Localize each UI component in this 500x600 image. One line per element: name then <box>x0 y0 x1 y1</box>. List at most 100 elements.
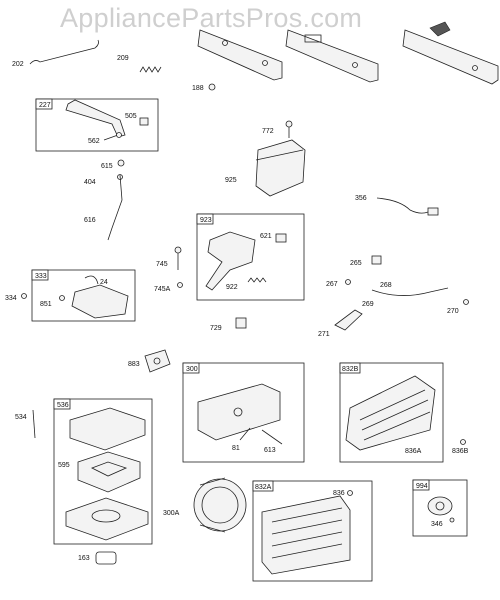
top-bracket-left <box>197 29 283 81</box>
group-box-536 <box>53 398 153 545</box>
group-box-832b <box>339 362 444 463</box>
ignition-armature-333 <box>71 275 129 319</box>
label-188: 188 <box>192 85 204 92</box>
clip-621 <box>275 233 287 243</box>
group-box-227 <box>35 98 159 152</box>
bracket-81 <box>239 427 251 441</box>
group-tag-923 <box>196 213 214 225</box>
group-tag-832a <box>252 480 274 492</box>
label-267: 267 <box>326 281 338 288</box>
muffler-guard-832b <box>345 375 436 451</box>
air-cleaner-base <box>65 497 149 541</box>
spring-209 <box>139 66 162 73</box>
top-bracket-right <box>402 21 499 85</box>
label-883: 883 <box>128 361 140 368</box>
label-271: 271 <box>318 331 330 338</box>
group-box-832a <box>252 480 373 582</box>
muffler-300a <box>193 477 247 533</box>
top-bracket-middle <box>285 29 379 83</box>
label-836a: 836A <box>405 448 422 455</box>
label-836b: 836B <box>452 448 469 455</box>
group-box-994 <box>412 479 468 537</box>
label-836: 836 <box>333 490 345 497</box>
screw-346 <box>449 517 455 523</box>
group-box-300 <box>182 362 305 463</box>
governor-control-923 <box>205 231 256 291</box>
watermark-text: AppliancePartsPros.com <box>60 3 362 33</box>
label-536: 536 <box>57 402 69 409</box>
screw-270 <box>463 299 469 305</box>
washer-745a <box>177 282 183 288</box>
group-tag-300 <box>182 362 200 374</box>
screw-836 <box>347 490 353 496</box>
washer-615 <box>117 159 125 167</box>
screw-772 <box>285 120 293 138</box>
label-505: 505 <box>125 113 137 120</box>
label-334: 334 <box>5 295 17 302</box>
label-163: 163 <box>78 555 90 562</box>
group-box-923 <box>196 213 305 301</box>
label-922: 922 <box>226 284 238 291</box>
label-270: 270 <box>447 308 459 315</box>
group-tag-536 <box>53 398 71 410</box>
label-772: 772 <box>262 128 274 135</box>
stud-534 <box>32 409 36 439</box>
group-box-333 <box>31 269 136 322</box>
label-300: 300 <box>186 366 198 373</box>
cable-356 <box>376 197 439 216</box>
label-729: 729 <box>210 325 222 332</box>
gasket-883 <box>144 349 171 373</box>
label-994: 994 <box>416 483 428 490</box>
label-227: 227 <box>39 102 51 109</box>
clip-265 <box>371 255 382 265</box>
air-filter-595 <box>77 451 141 493</box>
label-615: 615 <box>101 163 113 170</box>
clip-729 <box>235 317 247 329</box>
screw-851 <box>59 295 65 301</box>
label-333: 333 <box>35 273 47 280</box>
label-745a: 745A <box>154 286 171 293</box>
group-tag-227 <box>35 98 53 110</box>
label-269: 269 <box>362 301 374 308</box>
screw-188 <box>208 83 216 91</box>
label-616: 616 <box>84 217 96 224</box>
label-24: 24 <box>100 279 108 286</box>
screw-334 <box>21 293 27 299</box>
spring-922 <box>247 277 267 283</box>
label-832a: 832A <box>255 484 272 491</box>
label-202: 202 <box>12 61 24 68</box>
cable-268 <box>371 287 449 296</box>
label-534: 534 <box>15 414 27 421</box>
crank-616 <box>107 174 123 241</box>
muffler-guard-832a <box>261 495 351 575</box>
label-613: 613 <box>264 447 276 454</box>
label-268: 268 <box>380 282 392 289</box>
spark-arrester-994 <box>427 496 453 516</box>
screw-613 <box>261 429 283 445</box>
label-745: 745 <box>156 261 168 268</box>
label-81: 81 <box>232 445 240 452</box>
label-265: 265 <box>350 260 362 267</box>
label-925: 925 <box>225 177 237 184</box>
throttle-lever-271 <box>334 309 363 331</box>
label-356: 356 <box>355 195 367 202</box>
label-404: 404 <box>84 179 96 186</box>
screw-267 <box>345 279 351 285</box>
link-wire-202 <box>29 39 99 65</box>
gasket-163 <box>95 551 117 565</box>
nut-505 <box>139 117 149 126</box>
group-tag-832b <box>339 362 361 374</box>
screw-745 <box>174 246 182 270</box>
group-tag-333 <box>31 269 49 281</box>
screw-562 <box>103 132 122 141</box>
label-300a: 300A <box>163 510 180 517</box>
label-346: 346 <box>431 521 443 528</box>
muffler-300 <box>197 383 281 441</box>
label-595: 595 <box>58 462 70 469</box>
label-621: 621 <box>260 233 272 240</box>
control-lever-227 <box>65 99 126 138</box>
fuel-tank-925 <box>255 139 306 197</box>
label-851: 851 <box>40 301 52 308</box>
group-tag-994 <box>412 479 430 491</box>
